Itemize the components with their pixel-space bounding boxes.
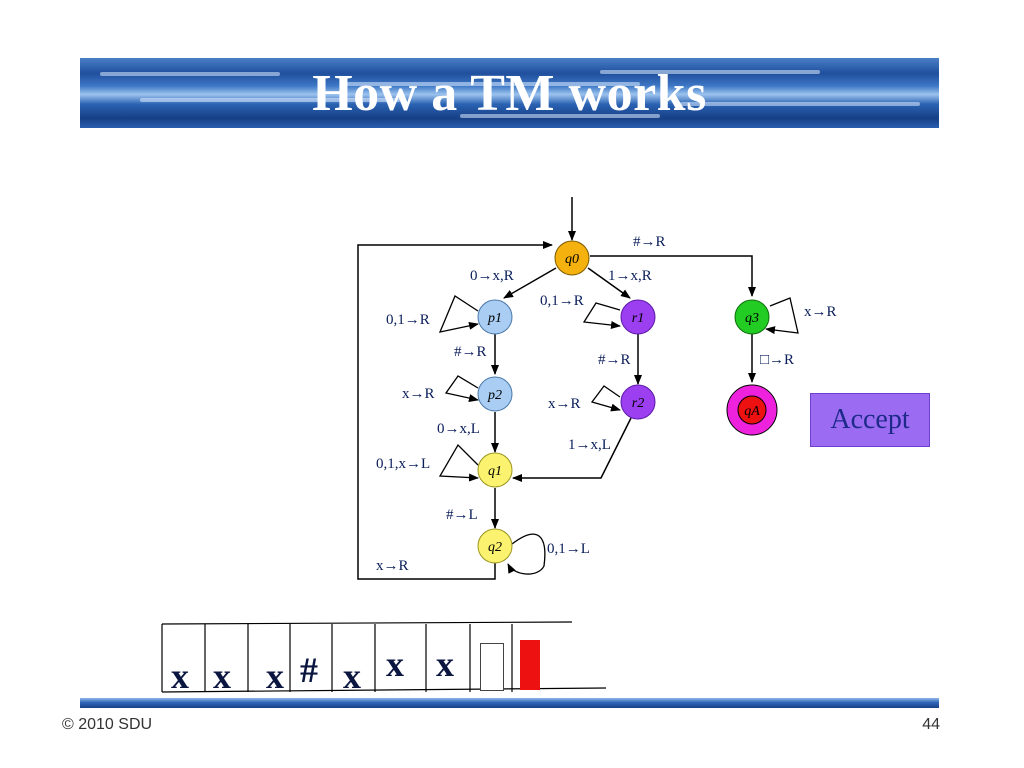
tape-cell-2: x [213, 656, 231, 696]
tape-cell-6: x [386, 644, 404, 684]
state-q1: q1 [477, 452, 513, 488]
loop-r1 [582, 302, 621, 329]
state-q0: q0 [554, 240, 590, 276]
loop-p1 [438, 295, 479, 333]
page-number: 44 [922, 716, 940, 733]
label-r1-r2: #→R [598, 352, 631, 368]
title-banner: How a TM works [80, 58, 939, 128]
loop-q3 [765, 297, 799, 335]
tape-cell-4: # [300, 650, 318, 690]
edge-r2-q1 [512, 417, 632, 482]
loop-q2 [507, 533, 546, 575]
state-q0-label: q0 [565, 252, 579, 267]
edge-q0-q3 [590, 255, 756, 297]
tape-cell-5: x [343, 656, 361, 696]
label-q2-loop: 0,1→L [547, 541, 590, 557]
loop-p2 [444, 375, 479, 402]
state-q3: q3 [734, 299, 770, 335]
state-r2-label: r2 [632, 396, 644, 411]
label-q0-p1: 0→x,R [470, 268, 514, 284]
state-r2: r2 [620, 384, 656, 420]
page-title: How a TM works [312, 64, 707, 122]
label-q1-loop: 0,1,x→L [376, 456, 430, 472]
label-q3-qA: □→R [760, 352, 794, 368]
edge-q0-p1 [503, 267, 557, 299]
state-p2: p2 [477, 376, 513, 412]
loop-q1 [438, 443, 479, 482]
state-q3-label: q3 [745, 311, 759, 326]
state-q1-label: q1 [488, 464, 502, 479]
label-q0-q3: #→R [633, 234, 666, 250]
tape-cell-1: x [171, 656, 189, 696]
label-p2-loop: x→R [402, 386, 435, 402]
state-p1: p1 [477, 299, 513, 335]
label-q0-r1: 1→x,R [608, 268, 652, 284]
state-r1-label: r1 [632, 311, 644, 326]
tape-blank-cell [480, 643, 504, 691]
tape-cell-3: x [266, 656, 284, 696]
footer-bar [80, 698, 939, 708]
footer-copyright: © 2010 SDU [62, 716, 153, 733]
edge-q0-r1 [587, 267, 631, 299]
state-qA: qA [726, 384, 778, 436]
state-qA-label: qA [744, 404, 760, 419]
tape-head-marker [520, 640, 540, 690]
loop-r2 [590, 385, 621, 412]
accept-badge: Accept [810, 393, 930, 447]
label-r1-loop: 0,1→R [540, 293, 584, 309]
label-r2-loop: x→R [548, 396, 581, 412]
state-p1-label: p1 [487, 311, 502, 326]
state-r1: r1 [620, 299, 656, 335]
edge-q2-q0 [357, 241, 553, 580]
label-p2-q1: 0→x,L [437, 421, 480, 437]
label-q1-q2: #→L [446, 507, 478, 523]
tape-cell-7: x [436, 644, 454, 684]
state-q2-label: q2 [488, 540, 502, 555]
state-q2: q2 [477, 528, 513, 564]
label-p1-p2: #→R [454, 344, 487, 360]
label-q2-q0: x→R [376, 558, 409, 574]
label-r2-q1: 1→x,L [568, 437, 611, 453]
label-p1-loop: 0,1→R [386, 312, 430, 328]
label-q3-loop: x→R [804, 304, 837, 320]
state-p2-label: p2 [487, 388, 502, 403]
